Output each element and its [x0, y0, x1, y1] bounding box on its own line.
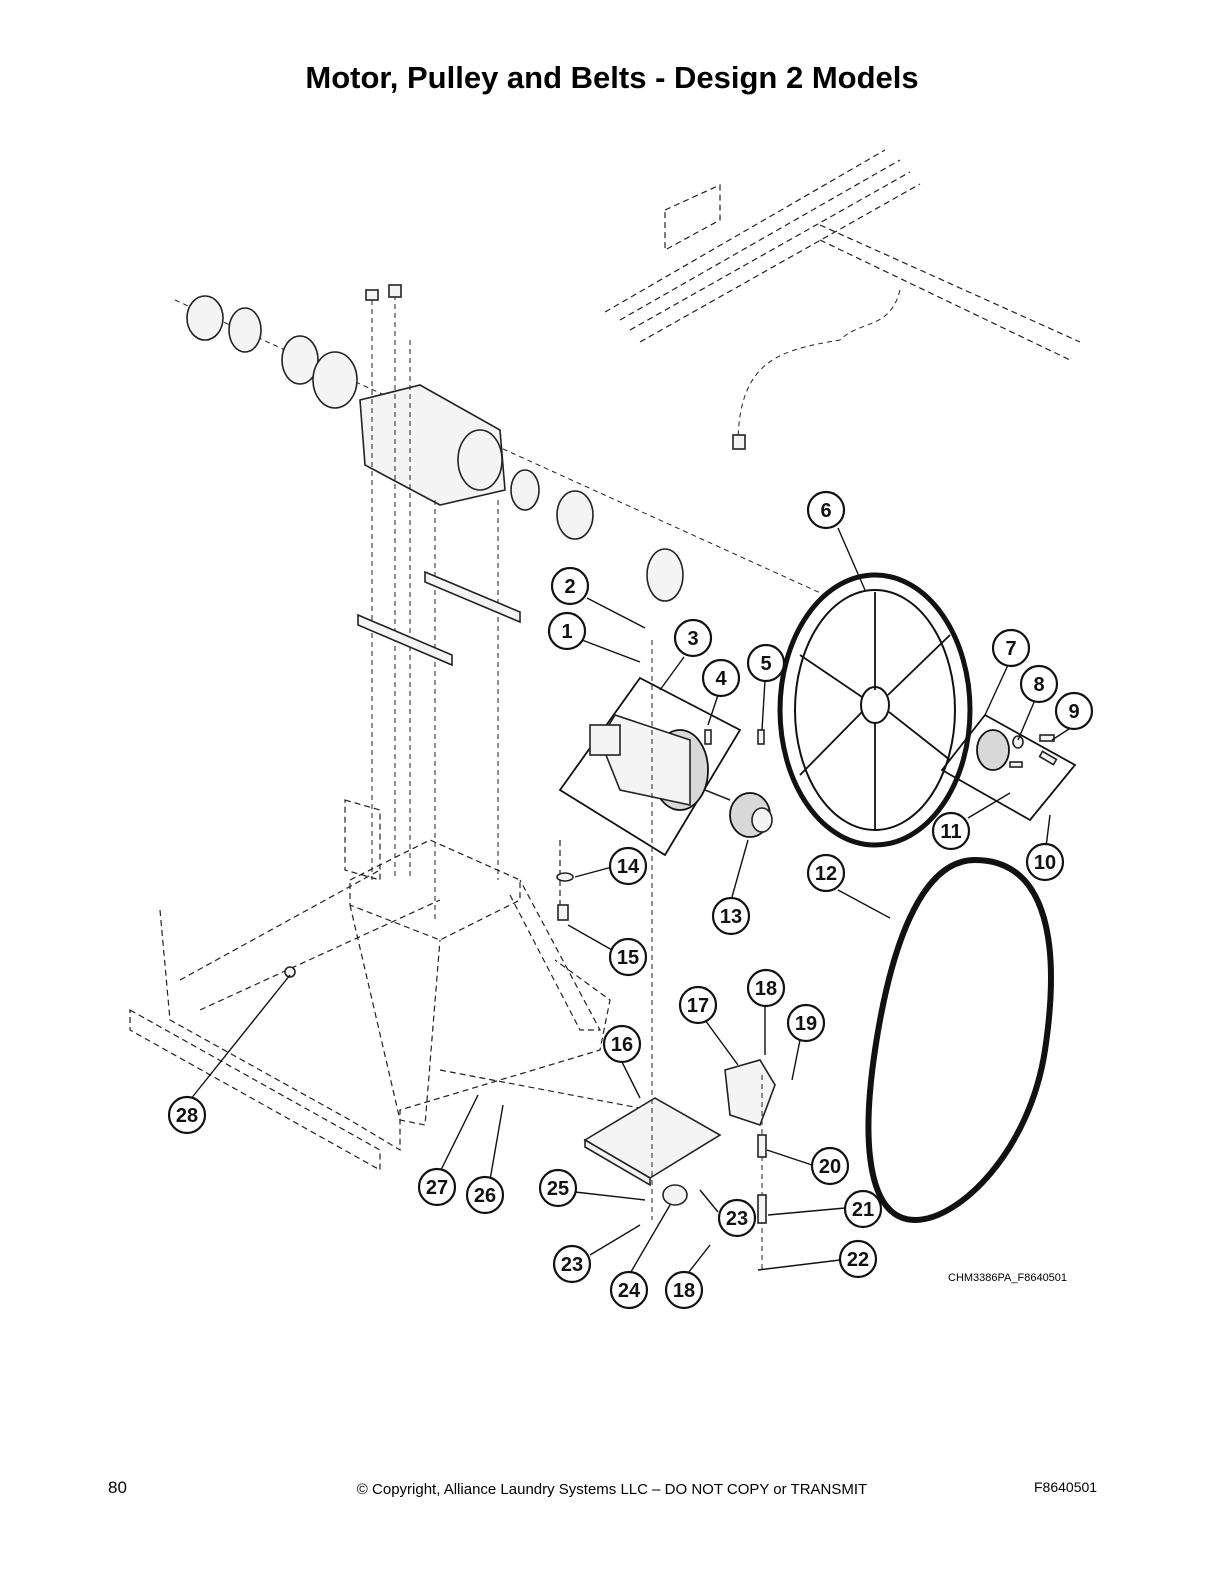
- callout-6: 6: [806, 490, 846, 530]
- callout-28: 28: [167, 1095, 207, 1135]
- svg-text:11: 11: [940, 821, 961, 843]
- svg-text:5: 5: [760, 653, 771, 675]
- callout-14: 14: [608, 846, 648, 886]
- motor-box: [558, 676, 765, 857]
- callout-12: 12: [806, 853, 846, 893]
- svg-text:17: 17: [687, 995, 709, 1017]
- svg-text:22: 22: [847, 1249, 869, 1271]
- callout-20: 20: [810, 1146, 850, 1186]
- tension-plate-assembly: [556, 640, 776, 1270]
- page-number: 80: [108, 1478, 127, 1497]
- callout-8: 8: [1019, 664, 1059, 704]
- svg-text:25: 25: [547, 1178, 569, 1200]
- svg-text:9: 9: [1068, 701, 1079, 723]
- document-code: F8640501: [1034, 1479, 1098, 1495]
- callout-16: 16: [602, 1024, 642, 1064]
- motor-pulley: [729, 792, 773, 838]
- svg-text:2: 2: [564, 576, 575, 598]
- callout-9: 9: [1054, 691, 1094, 731]
- svg-text:6: 6: [820, 500, 831, 522]
- svg-text:14: 14: [617, 856, 640, 878]
- callout-18-top: 18: [746, 968, 786, 1008]
- callout-17: 17: [678, 985, 718, 1025]
- svg-text:16: 16: [611, 1034, 633, 1056]
- base-frame: [129, 799, 651, 1172]
- svg-text:24: 24: [618, 1280, 641, 1302]
- svg-text:26: 26: [474, 1185, 496, 1207]
- svg-text:12: 12: [815, 863, 837, 885]
- callout-5: 5: [746, 643, 786, 683]
- callout-4: 4: [701, 658, 741, 698]
- svg-text:19: 19: [795, 1013, 817, 1035]
- upper-frame-rails: [604, 149, 1081, 450]
- svg-text:20: 20: [819, 1156, 841, 1178]
- svg-text:13: 13: [720, 906, 742, 928]
- page-title: Motor, Pulley and Belts - Design 2 Model…: [305, 60, 919, 95]
- callout-27: 27: [417, 1167, 457, 1207]
- svg-text:18: 18: [673, 1280, 695, 1302]
- bearing-housing-assembly: [174, 284, 881, 920]
- callout-23-left: 23: [552, 1244, 592, 1284]
- svg-text:8: 8: [1033, 674, 1044, 696]
- svg-text:7: 7: [1005, 638, 1016, 660]
- svg-text:3: 3: [687, 628, 698, 650]
- driven-pulley: [777, 572, 973, 848]
- svg-text:15: 15: [617, 947, 639, 969]
- callout-23-right: 23: [717, 1198, 757, 1238]
- leader-lines: [189, 527, 1073, 1278]
- svg-text:18: 18: [755, 978, 777, 1000]
- callout-11: 11: [931, 811, 971, 851]
- callout-22: 22: [838, 1239, 878, 1279]
- callout-7: 7: [991, 628, 1031, 668]
- callout-25: 25: [538, 1168, 578, 1208]
- callout-13: 13: [711, 896, 751, 936]
- drive-belt: [865, 856, 1054, 1224]
- copyright-notice: © Copyright, Alliance Laundry Systems LL…: [356, 1481, 868, 1498]
- svg-text:10: 10: [1034, 852, 1056, 874]
- callout-15: 15: [608, 937, 648, 977]
- callout-24: 24: [609, 1270, 649, 1310]
- callout-10: 10: [1025, 842, 1065, 882]
- svg-text:21: 21: [852, 1199, 874, 1221]
- callout-18-bottom: 18: [664, 1270, 704, 1310]
- drawing-number: CHM3386PA_F8640501: [948, 1272, 1068, 1284]
- svg-text:28: 28: [176, 1105, 198, 1127]
- callout-1: 1: [547, 611, 587, 651]
- callout-21: 21: [843, 1189, 883, 1229]
- callout-19: 19: [786, 1003, 826, 1043]
- callout-3: 3: [673, 618, 713, 658]
- hub-bushing-box: [940, 713, 1077, 822]
- callout-2: 2: [550, 566, 590, 606]
- svg-text:23: 23: [561, 1254, 583, 1276]
- svg-text:23: 23: [726, 1208, 748, 1230]
- callout-26: 26: [465, 1175, 505, 1215]
- svg-text:27: 27: [426, 1177, 448, 1199]
- svg-text:1: 1: [561, 621, 572, 643]
- svg-text:4: 4: [715, 668, 727, 690]
